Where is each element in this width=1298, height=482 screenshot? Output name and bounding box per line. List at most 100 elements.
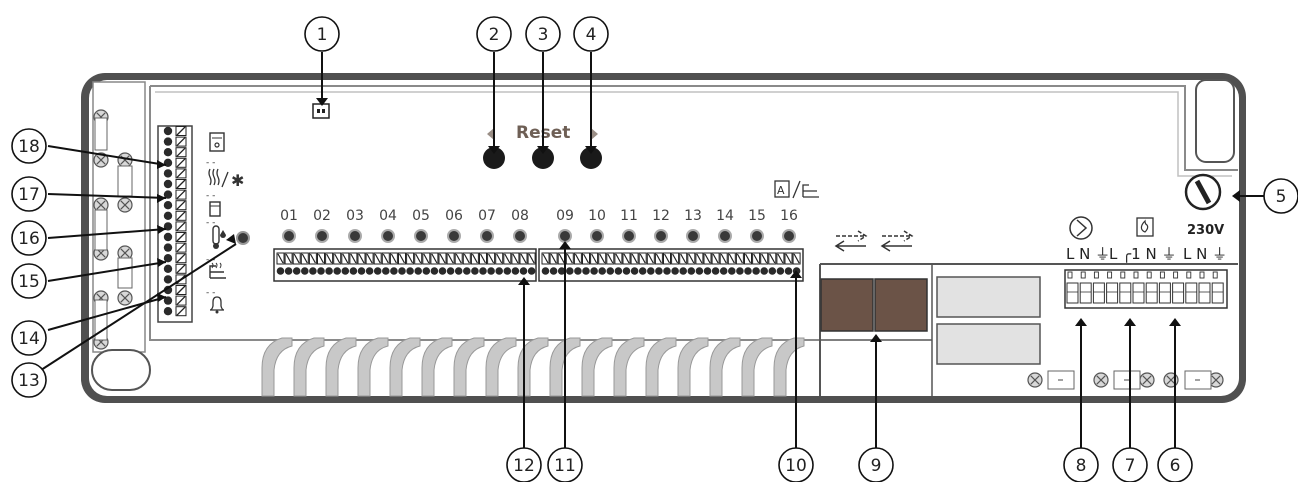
- zone-number-16: 16: [780, 208, 798, 224]
- terminal-screw: [163, 254, 173, 263]
- cable-slot: [325, 337, 357, 397]
- callout-18: 18: [11, 128, 47, 164]
- power-terminal: [1092, 282, 1105, 304]
- terminal-screw: [479, 267, 487, 275]
- cable-slot: [645, 337, 677, 397]
- cable-slot: [741, 337, 773, 397]
- callout-4: 4: [573, 16, 609, 52]
- callout-12: 12: [506, 447, 542, 482]
- terminal-screw: [325, 267, 333, 275]
- terminal-screw: [519, 267, 528, 275]
- terminal-screw: [598, 267, 606, 275]
- callout-number: 14: [18, 329, 40, 349]
- terminal-screw: [163, 137, 173, 146]
- mounting-screw: [1208, 372, 1224, 388]
- terminal-screw: [430, 267, 439, 275]
- terminal-screw: [760, 267, 768, 275]
- power-terminal: [1079, 282, 1092, 304]
- svg-text:- -: - -: [206, 288, 215, 298]
- callout-number: 4: [586, 25, 597, 45]
- svg-text:- -: - -: [206, 218, 215, 228]
- callout-number: 16: [18, 229, 40, 249]
- terminal-screw: [422, 267, 431, 275]
- cable-slot: [357, 337, 389, 397]
- terminal-screw: [728, 267, 736, 275]
- zone-led-03: [348, 229, 362, 243]
- zone-led-05: [414, 229, 428, 243]
- cable-slot: [293, 337, 325, 397]
- mounting-screw: [117, 290, 133, 306]
- terminal-screw: [276, 267, 285, 275]
- zone-led-13: [686, 229, 700, 243]
- callout-number: 13: [18, 371, 40, 391]
- terminal-screw: [365, 267, 374, 275]
- cable-slot: [421, 337, 453, 397]
- mounting-screw: [1139, 372, 1155, 388]
- terminal-screw: [647, 267, 655, 275]
- terminal-screw: [414, 267, 423, 275]
- connector-icon: [312, 103, 330, 119]
- power-terminal: [1145, 282, 1158, 304]
- fuse-holder: [1184, 173, 1222, 211]
- terminal-screw: [719, 267, 728, 275]
- terminal-screw: [744, 267, 752, 275]
- zone-led-12: [654, 229, 668, 243]
- zone-led-04: [381, 229, 395, 243]
- terminal-screw: [163, 179, 173, 189]
- boiler-terminal-label: L ╭1 N ⏚: [1109, 245, 1176, 263]
- callout-number: 3: [538, 25, 549, 45]
- zone-led-08: [513, 229, 527, 243]
- mounting-screw: [93, 152, 109, 168]
- callout-number: 9: [871, 456, 882, 476]
- callout-number: 11: [554, 456, 576, 476]
- mounting-screw: [1093, 372, 1109, 388]
- callout-10: 10: [778, 447, 814, 482]
- terminal-screw: [341, 267, 350, 275]
- zone-led-02: [315, 229, 329, 243]
- terminal-screw: [703, 267, 712, 275]
- terminal-screw: [671, 267, 679, 275]
- callout-3: 3: [525, 16, 561, 52]
- terminal-screw: [752, 267, 760, 275]
- terminal-screw: [495, 267, 504, 275]
- terminal-screw: [309, 267, 317, 275]
- terminal-screw: [163, 275, 173, 284]
- mounting-screw: [1027, 372, 1043, 388]
- callout-1: 1: [304, 16, 340, 52]
- left-arrow-button[interactable]: [483, 147, 505, 169]
- terminal-screw: [163, 211, 173, 220]
- terminal-screw: [655, 267, 663, 275]
- cable-slot: [677, 337, 709, 397]
- terminal-screw: [590, 267, 598, 275]
- terminal-screw: [606, 267, 615, 275]
- terminal-screw: [163, 264, 173, 273]
- terminal-screw: [784, 267, 793, 275]
- terminal-screw: [557, 267, 566, 275]
- zone-number-05: 05: [412, 208, 430, 224]
- zone-terminal-block: [273, 248, 804, 282]
- svg-text:✱: ✱: [231, 171, 244, 190]
- callout-number: 6: [1170, 456, 1181, 476]
- terminal-screw: [373, 267, 382, 275]
- leader-arrowheads: [157, 98, 1240, 342]
- terminal-screw: [454, 267, 463, 275]
- zone-number-03: 03: [346, 208, 364, 224]
- terminal-screw: [471, 267, 479, 275]
- cable-slot: [453, 337, 485, 397]
- reset-button[interactable]: [532, 147, 554, 169]
- cable-slot: [709, 337, 741, 397]
- zone-number-12: 12: [652, 208, 670, 224]
- power-terminal: [1211, 282, 1224, 304]
- right-arrow-button[interactable]: [580, 147, 602, 169]
- mains-terminal-label: L N ⏚: [1183, 245, 1227, 263]
- callout-2: 2: [476, 16, 512, 52]
- left-terminal-block: [157, 125, 193, 323]
- zone-number-01: 01: [280, 208, 298, 224]
- power-terminal-block: [1064, 269, 1228, 309]
- terminal-screw: [582, 267, 590, 275]
- terminal-screw: [679, 267, 687, 275]
- zone-led-09: [558, 229, 572, 243]
- cable-slots: [261, 337, 805, 397]
- callout-7: 7: [1112, 447, 1148, 482]
